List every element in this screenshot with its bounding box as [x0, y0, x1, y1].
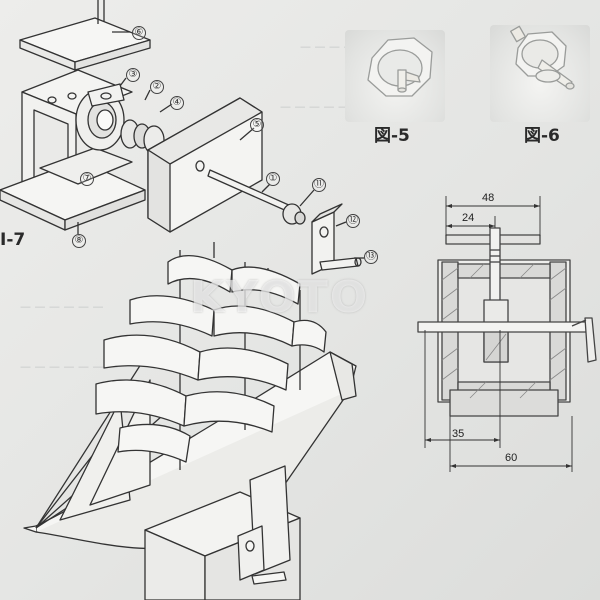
- callout-4: ④: [170, 96, 184, 110]
- show-through-text: — — — — — — —: [20, 360, 118, 373]
- callout-12: ⑫: [346, 214, 360, 228]
- callout-8: ⑧: [72, 234, 86, 248]
- fig5-label: 図-5: [374, 126, 410, 146]
- callout-7: ⑦: [80, 172, 94, 186]
- callout-1: ①: [266, 172, 280, 186]
- dimension-48: 48: [482, 192, 495, 204]
- callout-13: ⑬: [364, 250, 378, 264]
- watermark: KYOTO: [190, 272, 370, 323]
- section-drawing: [417, 196, 597, 472]
- callout-6: ⑥: [132, 26, 146, 40]
- exploded-assembly-fig7: [0, 0, 364, 275]
- hex-nut-photo-5: [367, 37, 433, 97]
- callout-3: ③: [126, 68, 140, 82]
- show-through-text: — — — — — —: [20, 300, 104, 313]
- dimension-60: 60: [505, 452, 518, 464]
- callout-11: ⑪: [312, 178, 326, 192]
- callout-5: ⑤: [250, 118, 264, 132]
- ship-drawing: [23, 242, 357, 600]
- dimension-24: 24: [462, 212, 475, 224]
- dimension-35: 35: [452, 428, 465, 440]
- fig7-label: I-7: [0, 230, 26, 250]
- callout-2: ②: [150, 80, 164, 94]
- fig6-label: 図-6: [524, 126, 560, 146]
- hex-nut-photo-6: [510, 25, 575, 90]
